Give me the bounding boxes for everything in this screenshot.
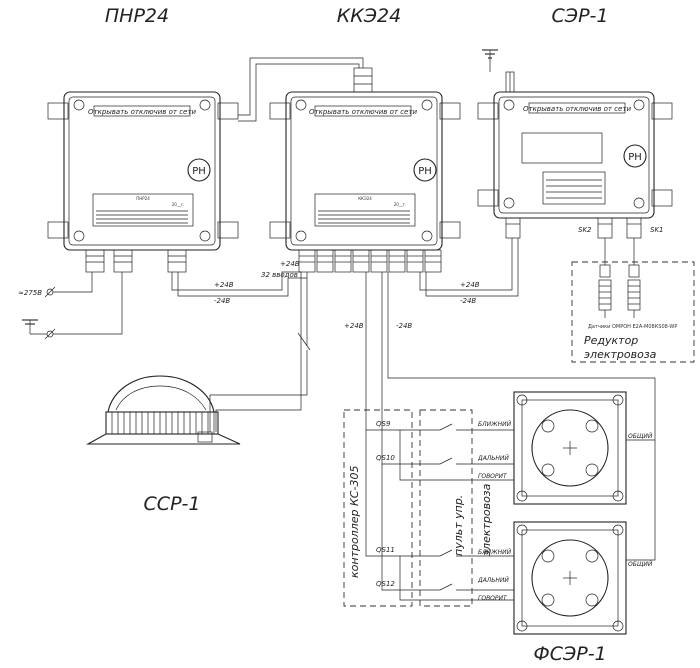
pnr-ph-label: РН (192, 166, 206, 177)
pnr-plate-year: 20__г. (172, 202, 184, 207)
power-input: ≈275В (18, 272, 123, 340)
controller-frame (343, 409, 413, 607)
qs12-label: QS12 (376, 580, 395, 588)
qs-switches: QS9 QS10 QS11 QS12 (376, 420, 395, 588)
far-label-1: ДАЛЬНИЙ (477, 455, 509, 462)
pnr-plus-label: +24В (214, 281, 234, 289)
signal-labels-bottom: БЛИЖНИЙ ДАЛЬНИЙ ГОВОРИТ ОБЩИЙ (477, 549, 653, 602)
kke-warning-label: Открывать отключив от сети (309, 108, 417, 116)
common-label-1: ОБЩИЙ (628, 433, 653, 440)
controller-label: контроллер КС-305 (348, 466, 361, 578)
ser-plus-label: +24В (460, 281, 480, 289)
kke-plus-label: +24В (280, 260, 300, 268)
pnr-minus-label: -24В (214, 297, 230, 305)
ser-ph-label: РН (628, 152, 642, 163)
kke-title: ККЭ24 (337, 5, 401, 27)
pnr-warning-label: Открывать отключив от сети (88, 108, 196, 116)
ctrl-plus-label: +24В (344, 322, 364, 330)
kke-ph-label: РН (418, 166, 432, 177)
fser-unit-top (513, 391, 627, 505)
fser-title: ФСЭР-1 (533, 643, 606, 665)
sensors-note: Датчики ОМРОН Е2А-М08КS08-WP (588, 324, 677, 330)
sk1-label: SK1 (650, 226, 664, 234)
remote-line1: пульт упр. (452, 495, 465, 556)
pnr-box: Открывать отключив от сети РН ПНР24 20__… (47, 91, 239, 273)
fser-unit-bottom (513, 521, 627, 635)
sk2-label: SK2 (578, 226, 592, 234)
far-label-2: ДАЛЬНИЙ (477, 577, 509, 584)
remote-frame (419, 409, 473, 607)
speaks-label-1: ГОВОРИТ (478, 473, 508, 480)
signal-labels-top: БЛИЖНИЙ ДАЛЬНИЙ ГОВОРИТ ОБЩИЙ (477, 421, 653, 480)
pnr-plate-title: ПНР24 (136, 196, 150, 201)
common-label-2: ОБЩИЙ (628, 561, 653, 568)
kke-inputs-label: 32 вводов (261, 271, 298, 279)
ser-warning-label: Открывать отключив от сети (523, 105, 631, 113)
remote-line2: электровоза (480, 483, 493, 556)
switch-wires (365, 405, 514, 601)
qs9-label: QS9 (376, 420, 391, 428)
pnr-title: ПНР24 (105, 5, 169, 27)
near-label-2: БЛИЖНИЙ (478, 549, 512, 556)
kke-box: Открывать отключив от сети РН ККЭ24 20__… (269, 67, 461, 273)
sensors (598, 238, 641, 318)
reducer-line2: электровоза (584, 348, 657, 361)
kke-plate-year: 20__г. (394, 202, 406, 207)
reducer-line1: Редуктор (584, 334, 638, 347)
reducer-frame (571, 261, 695, 363)
ser-title: СЭР-1 (552, 5, 609, 27)
wires (171, 57, 656, 561)
ser-box: Открывать отключив от сети РН SK2 SK1 (477, 49, 673, 239)
ctrl-minus-label: -24В (396, 322, 412, 330)
qs11-label: QS11 (376, 546, 395, 554)
ssr-dome (85, 375, 241, 445)
kke-plate-title: ККЭ24 (358, 196, 372, 201)
near-label-1: БЛИЖНИЙ (478, 421, 512, 428)
qs10-label: QS10 (376, 454, 395, 462)
ser-minus-label: -24В (460, 297, 476, 305)
power-label: ≈275В (18, 289, 42, 297)
speaks-label-2: ГОВОРИТ (478, 595, 508, 602)
ssr-title: ССР-1 (144, 493, 201, 515)
